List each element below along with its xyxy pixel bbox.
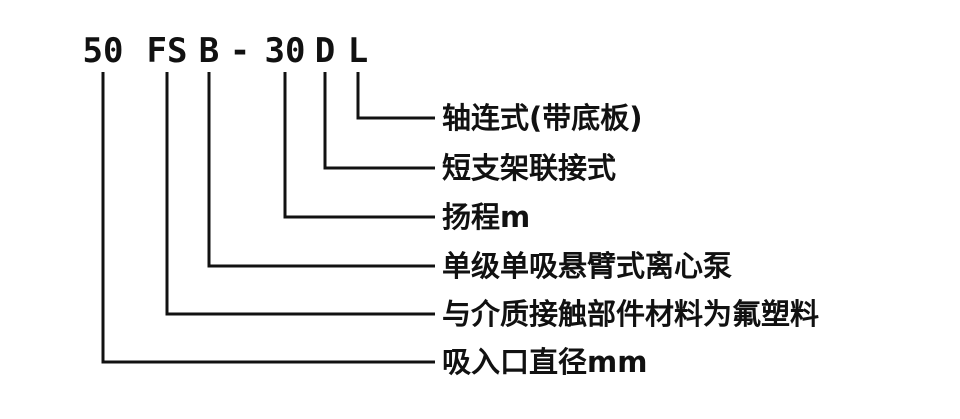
callout-label-30: 扬程m <box>442 200 530 234</box>
leader-line-b <box>207 72 435 268</box>
code-segment-dash: - <box>230 31 250 71</box>
code-segment-b: B <box>199 31 219 71</box>
code-segment-l: L <box>348 31 368 71</box>
code-segment-50: 50 <box>83 31 124 71</box>
leader-line-30 <box>283 72 435 219</box>
leader-line-fs <box>165 72 435 316</box>
callout-label-d: 短支架联接式 <box>442 151 616 185</box>
leader-line-d <box>323 72 435 170</box>
callout-label-fs: 与介质接触部件材料为氟塑料 <box>442 297 819 331</box>
callout-label-l: 轴连式(带底板) <box>442 101 643 135</box>
callout-label-50: 吸入口直径mm <box>442 345 647 379</box>
code-segment-d: D <box>315 31 335 71</box>
callout-label-b: 单级单吸悬臂式离心泵 <box>442 249 732 283</box>
leader-line-l <box>356 72 435 120</box>
leader-line-50 <box>101 72 435 364</box>
code-segment-fs: FS <box>147 31 188 71</box>
code-segment-30: 30 <box>265 31 306 71</box>
